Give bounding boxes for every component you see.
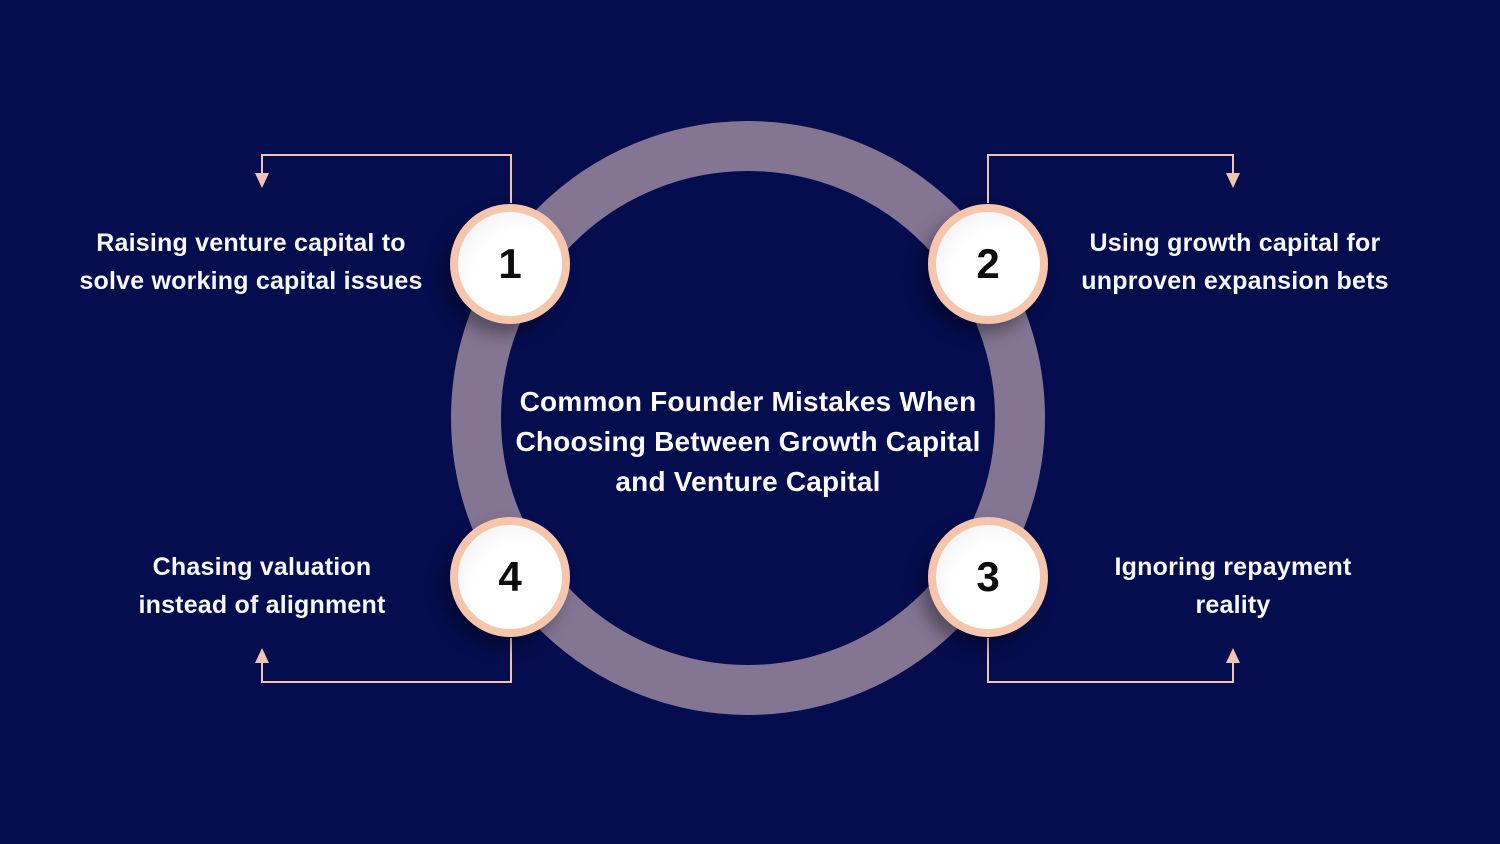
label-bottom-left: Chasing valuation instead of alignment <box>138 548 385 624</box>
page-title: Common Founder Mistakes When Choosing Be… <box>468 382 1028 502</box>
title-line: Common Founder Mistakes When <box>519 386 977 417</box>
title-line: Choosing Between Growth Capital <box>515 426 981 457</box>
title-line: and Venture Capital <box>615 466 881 497</box>
label-top-left: Raising venture capital to solve working… <box>79 224 422 300</box>
bracket-top-right <box>987 154 1234 203</box>
label-bottom-right: Ignoring repayment reality <box>1115 548 1352 624</box>
label-line: solve working capital issues <box>79 267 423 295</box>
label-line: Raising venture capital to <box>96 229 406 257</box>
step-circle-4: 4 <box>450 517 570 637</box>
label-line: reality <box>1195 591 1271 619</box>
label-line: unproven expansion bets <box>1081 267 1389 295</box>
label-line: Chasing valuation <box>152 553 372 581</box>
arrow-up-icon <box>1226 648 1240 663</box>
label-line: instead of alignment <box>138 591 386 619</box>
arrow-down-icon <box>1226 173 1240 188</box>
label-top-right: Using growth capital for unproven expans… <box>1081 224 1388 300</box>
step-number-4: 4 <box>498 553 522 600</box>
bracket-bottom-right <box>987 638 1234 683</box>
label-line: Ignoring repayment <box>1114 553 1352 581</box>
bracket-bottom-left <box>261 638 512 683</box>
step-circle-3: 3 <box>928 517 1048 637</box>
arrow-down-icon <box>255 173 269 188</box>
arrow-up-icon <box>255 648 269 663</box>
step-number-1: 1 <box>498 240 522 287</box>
step-circle-1: 1 <box>450 204 570 324</box>
step-circle-2: 2 <box>928 204 1048 324</box>
step-number-2: 2 <box>976 240 1000 287</box>
step-number-3: 3 <box>976 553 1000 600</box>
bracket-top-left <box>261 154 512 203</box>
label-line: Using growth capital for <box>1089 229 1381 257</box>
